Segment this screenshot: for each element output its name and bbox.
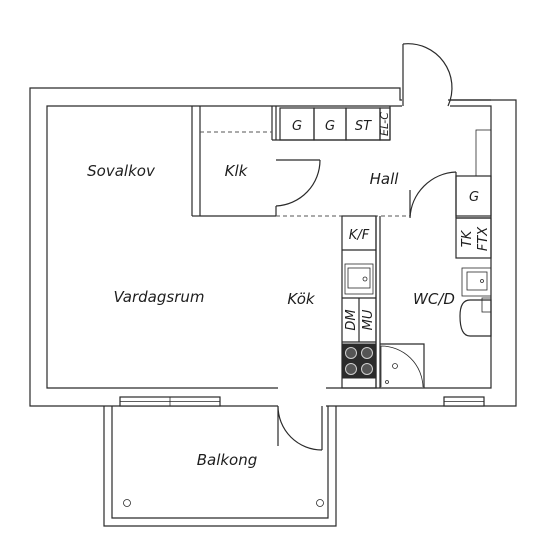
fixture-label-g3: G	[469, 190, 479, 205]
balcony-door-swing	[277, 405, 323, 451]
room-label-balkong: Balkong	[197, 451, 258, 469]
closet-row	[279, 107, 391, 141]
klk-door-swing	[275, 159, 321, 207]
room-label-wcd: WC/D	[413, 290, 455, 308]
entrance-door-swing	[402, 43, 453, 107]
fixture-label-tk: TK	[460, 229, 475, 247]
room-label-klk: Klk	[225, 162, 249, 180]
fixture-label-dm: DM	[344, 309, 359, 330]
balcony	[103, 406, 337, 527]
fixture-label-mu: MU	[361, 309, 376, 330]
balcony-door-opening	[278, 386, 326, 408]
kitchen-counter	[341, 215, 377, 389]
fixture-label-g2: G	[325, 119, 335, 134]
room-label-kok: Kök	[287, 290, 315, 308]
outer-walls	[29, 87, 517, 407]
stove	[341, 343, 377, 379]
hall-cabinet	[455, 175, 492, 217]
fixture-label-g1: G	[292, 119, 302, 134]
fixture-label-ftx: FTX	[476, 226, 491, 251]
windows	[119, 396, 485, 407]
hall-shelf	[475, 129, 492, 177]
fixture-label-elc: EL-C	[378, 112, 391, 136]
entrance-opening	[402, 84, 450, 108]
fixture-label-st: ST	[355, 119, 372, 134]
room-label-sovalkov: Sovalkov	[87, 162, 156, 180]
fixture-label-kf: K/F	[349, 228, 370, 243]
room-label-vardagsrum: Vardagsrum	[114, 288, 205, 306]
room-label-hall: Hall	[370, 170, 400, 188]
bathroom-fixtures	[380, 217, 492, 388]
